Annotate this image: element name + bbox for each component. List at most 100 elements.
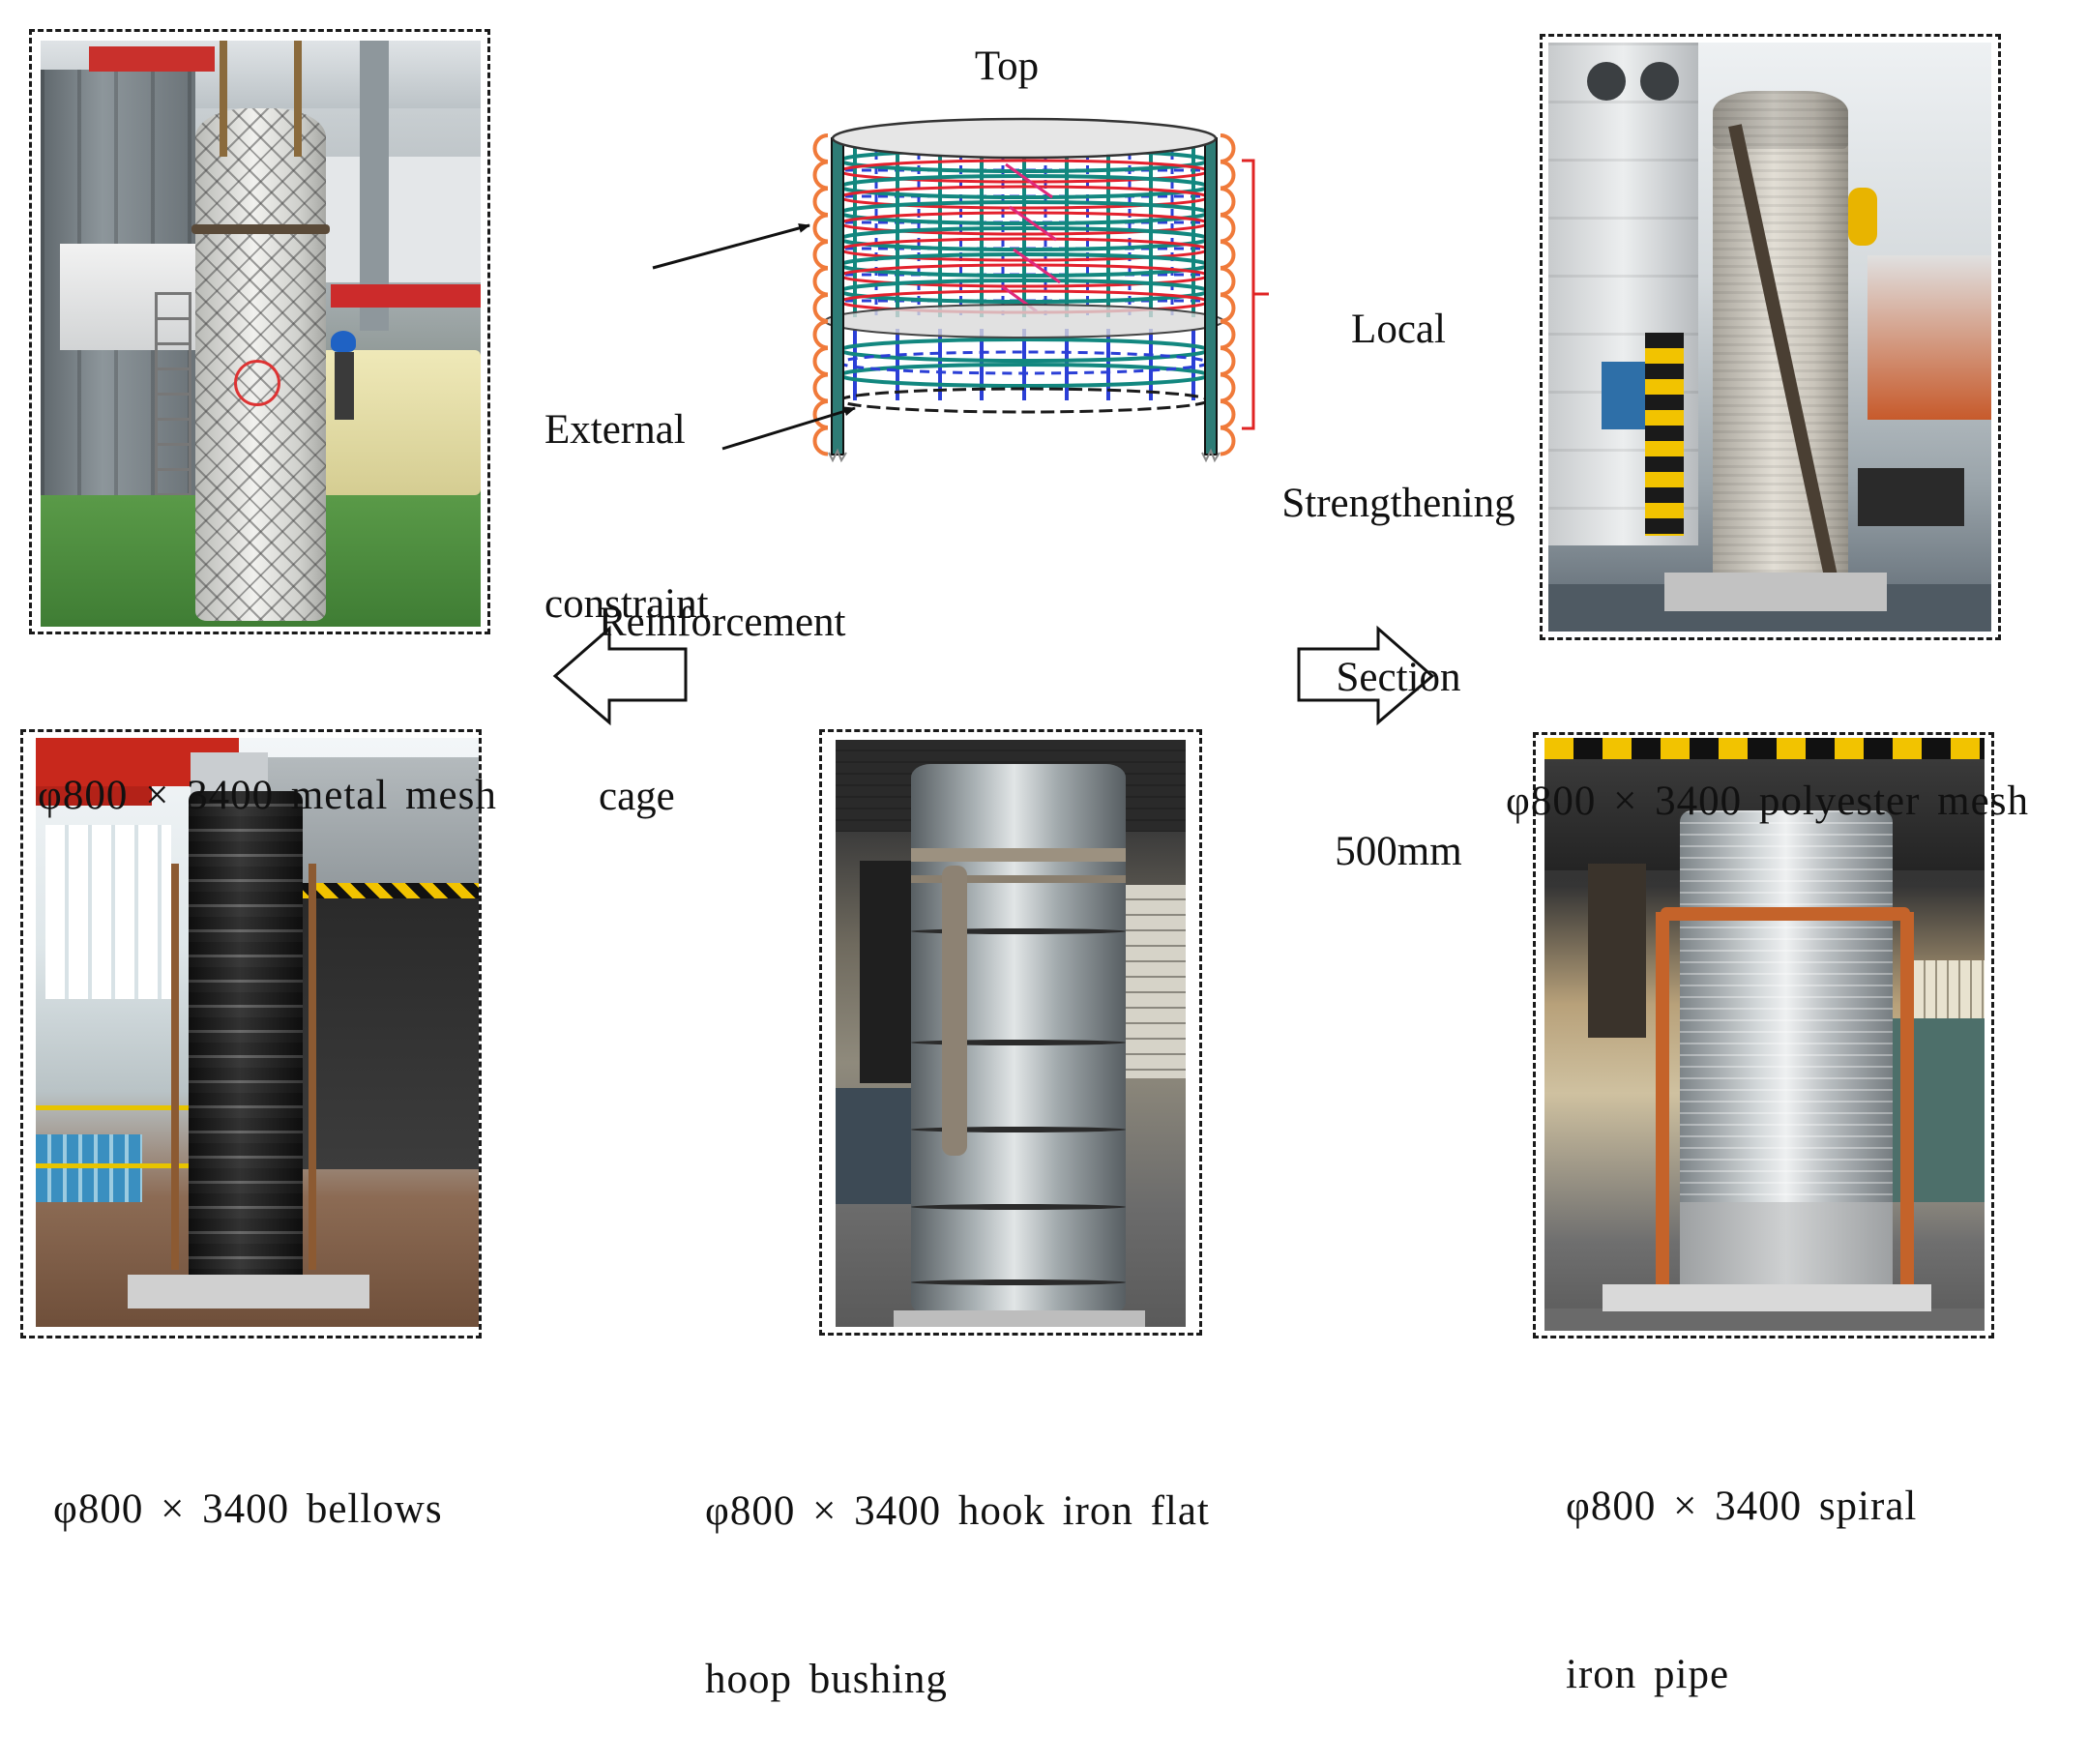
bellows-caption-line-1: φ800 × 3400 bellows [53,1486,443,1532]
constraint-loop-right [1220,160,1236,191]
base-slab [894,1310,1145,1327]
constraint-loop-left [812,426,829,456]
column-head [191,752,268,796]
lifting-strap-right [294,41,302,157]
orange-strap-right [1900,912,1914,1299]
external-constraint-line-1: External [544,407,686,453]
hoop-band-2 [911,1040,1126,1045]
left-post [831,137,844,456]
bellows-column [189,791,303,1294]
orange-strap-wrap [1661,907,1910,921]
dark-block [1588,864,1646,1038]
reinforcement-cage-line-1: Reinforcement [599,600,846,645]
bellows-photo-frame [20,729,482,1338]
hoop-band-3 [911,1127,1126,1132]
red-sign [89,46,215,72]
hook-iron-caption: φ800 × 3400 hook iron flat hoop bushing [705,1371,1210,1764]
bottom-wrap [1680,1202,1893,1289]
spiral-pipe-caption-line-2: iron pipe [1566,1652,1730,1697]
constraint-loop-right [1220,266,1236,297]
right-post [1204,137,1218,456]
hook-iron-caption-line-2: hoop bushing [705,1657,948,1702]
left-post-break [828,448,847,463]
hazard-striped-post [1645,333,1684,536]
dark-cart [1858,468,1964,526]
constraint-loop-left [812,399,829,429]
red-marking [234,360,280,406]
red-crane-girder [36,786,152,806]
local-strengthening-line-4: 500mm [1335,829,1462,874]
hall-windows [45,825,171,999]
local-strengthening-line-2: Strengthening [1281,481,1515,526]
dark-back-panel [860,861,918,1083]
left-hollow-arrow [552,625,688,726]
constraint-loop-left [812,293,829,323]
back-wall-panels [302,157,481,282]
hoop-band-1 [911,928,1126,934]
constraint-loop-right [1220,399,1236,429]
spiral-pipe-photo [1544,738,1985,1331]
local-strengthening-line-3: Section [1336,655,1461,700]
base-slab [1664,573,1887,611]
top-label: Top [974,44,1040,89]
constraint-loop-right [1220,240,1236,270]
external-constraint-label: External constraint [544,285,709,691]
base-plate [1603,1284,1931,1311]
polyester-mesh-photo [1548,43,1991,632]
constraint-loop-right [1220,187,1236,217]
orange-strap-left [1656,912,1669,1299]
strap-wrap-1 [911,848,1126,862]
constraint-loop-right [1220,346,1236,376]
spiral-pipe-photo-frame [1533,732,1994,1338]
hoop-band-5 [911,1279,1126,1285]
lifting-strap-left [220,41,227,157]
constraint-loop-left [812,346,829,376]
right-post-break [1201,448,1220,463]
control-box [1602,362,1650,429]
constraint-loop-right [1220,133,1236,163]
external-constraint-pointer [652,223,810,270]
reinforcement-cage-label: Reinforcement cage [599,478,846,884]
yellow-railing-bottom [36,1163,191,1168]
constraint-loop-right [1220,293,1236,323]
hook-iron-photo-frame [819,729,1202,1336]
bellows-caption: φ800 × 3400 bellows [53,1369,443,1594]
external-constraint-line-2: constraint [544,581,709,627]
spiral-pipe-caption: φ800 × 3400 spiral iron pipe [1566,1367,1917,1759]
polyester-mesh-photo-frame [1540,34,2001,640]
red-banner [331,284,481,308]
machine-port-1 [1587,62,1626,101]
hazard-stripe [1544,738,1985,759]
constraint-loop-left [812,319,829,350]
cage-drawing [812,117,1269,463]
strap-left [171,864,179,1270]
hook-iron-photo [836,740,1186,1327]
metal-mesh-photo-frame [29,29,490,634]
steel-column [360,41,389,331]
polyester-mesh-caption-line-1: φ800 × 3400 polyester mesh [1506,779,2029,824]
metal-mesh-caption: φ800 × 3400 metal mesh [38,656,497,880]
blue-machinery [836,1088,918,1204]
local-strengthening-label: Local Strengthening Section 500mm [1263,185,1534,939]
machine-port-2 [1640,62,1679,101]
metal-mesh-photo [41,41,481,627]
gas-cylinders [36,1134,142,1202]
constraint-loop-right [1220,426,1236,456]
worker-helmet [331,331,356,352]
yellow-hook [1848,188,1877,246]
constraint-loop-left [812,240,829,270]
reinforcement-cage-line-2: cage [599,774,675,819]
floor [1544,1308,1985,1331]
local-strengthening-line-1: Local [1351,307,1446,352]
top-cap [831,117,1218,160]
constraint-loop-left [812,372,829,403]
section-divider-disc [824,304,1224,338]
constraint-loop-right [1220,319,1236,350]
yellow-railing-top [36,1105,191,1110]
metal-mesh-caption-line-1: φ800 × 3400 metal mesh [38,773,497,818]
shear-bar [1013,248,1061,284]
constraint-loop-left [812,187,829,217]
reinforcement-cage-pointer [721,406,856,451]
strap-right [309,864,316,1270]
orange-machinery [1867,255,1991,420]
